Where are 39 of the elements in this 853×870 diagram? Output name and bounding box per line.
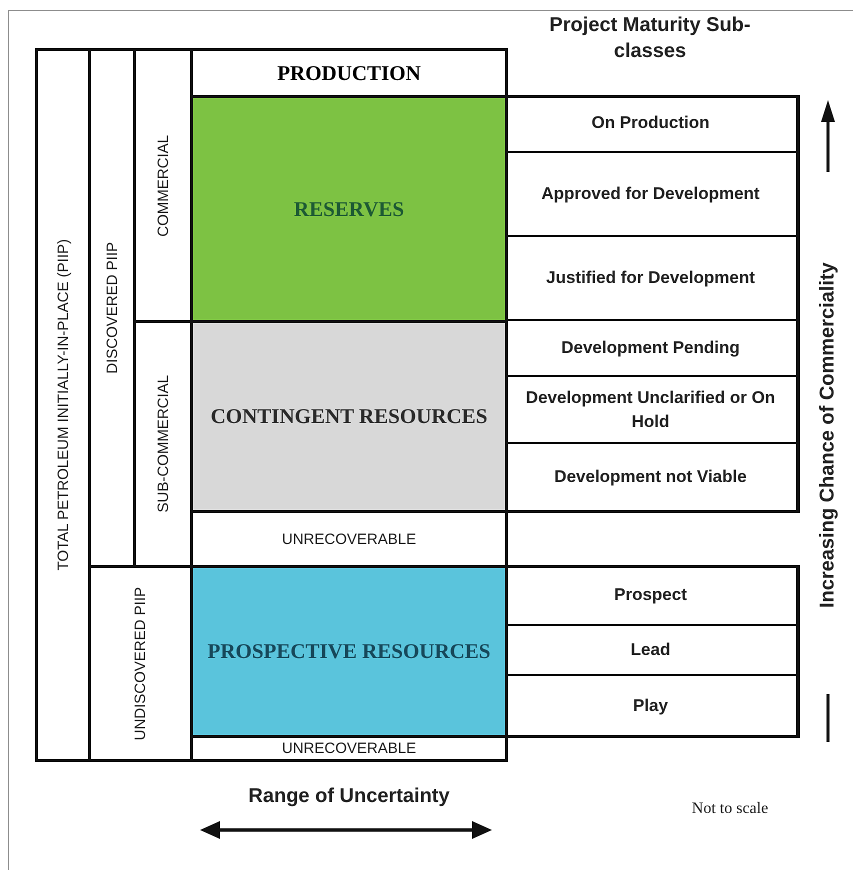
sub-class-label: Play	[632, 694, 669, 717]
class-label: PROSPECTIVE RESOURCES	[208, 638, 490, 665]
class-box	[190, 95, 508, 323]
sub-class-row	[505, 376, 797, 443]
sub-class-label: On Production	[590, 112, 711, 134]
axis-label: Increasing Chance of Commerciality	[816, 261, 840, 610]
sub-class-row	[505, 625, 797, 675]
sub-class-row	[505, 443, 797, 510]
sub-class-label: Justified for Development	[545, 267, 756, 290]
class-box	[190, 565, 508, 738]
sub-class-label: Development Unclarified or On Hold	[524, 386, 776, 432]
class-label: PRODUCTION	[277, 60, 421, 86]
column-label: COMMERCIAL	[154, 134, 172, 236]
sub-class-label: Lead	[630, 639, 672, 662]
class-label: RESERVES	[294, 196, 404, 222]
sub-class-label: Development not Viable	[553, 466, 748, 488]
class-box	[190, 48, 508, 98]
sub-class-row	[505, 236, 797, 320]
column-label: SUB-COMMERCIAL	[154, 375, 172, 513]
class-box	[190, 320, 508, 513]
column-heading: Project Maturity Sub-classes	[548, 13, 752, 64]
class-label: CONTINGENT RESOURCES	[210, 403, 488, 430]
sub-class-row	[505, 675, 797, 735]
sub-class-row	[505, 152, 797, 236]
column-label: DISCOVERED PIIP	[104, 242, 120, 374]
sub-class-label: Prospect	[613, 584, 688, 606]
class-column	[35, 48, 91, 762]
column-label: TOTAL PETROLEUM INITIALLY-IN-PLACE (PIIP)	[54, 239, 72, 571]
sub-class-row	[505, 565, 797, 625]
class-label: UNRECOVERABLE	[282, 740, 416, 757]
sub-class-label: Approved for Development	[540, 183, 761, 206]
class-box	[190, 735, 508, 762]
sub-class-row	[505, 320, 797, 376]
axis-label: Range of Uncertainty	[247, 785, 451, 808]
column-label: UNDISCOVERED PIIP	[132, 586, 149, 740]
sub-class-label: Development Pending	[560, 337, 741, 360]
sub-class-row	[505, 95, 797, 152]
class-label: UNRECOVERABLE	[282, 530, 416, 548]
note-text: Not to scale	[690, 800, 770, 818]
